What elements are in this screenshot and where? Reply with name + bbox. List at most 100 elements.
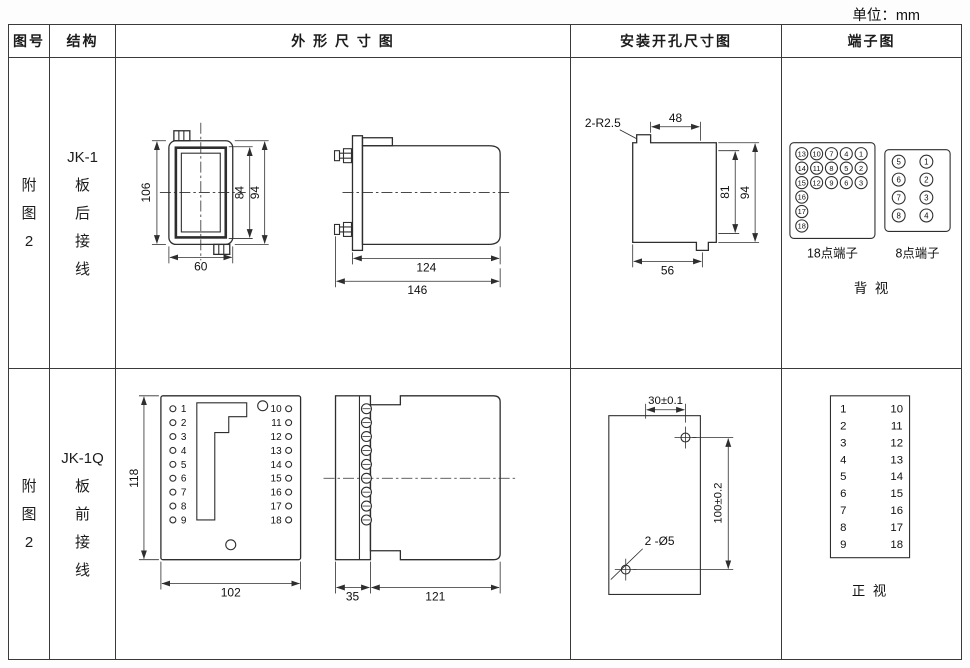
header-structure: 结构	[50, 25, 116, 58]
terminal-circle	[169, 488, 177, 496]
dim-94: 94	[248, 186, 262, 200]
figure-char: 2	[24, 232, 34, 250]
terminal-number: 11	[813, 164, 821, 173]
terminal-number: 3	[181, 432, 187, 443]
terminal-number: 4	[924, 211, 929, 220]
terminal-circle	[891, 154, 906, 169]
dim-56: 56	[661, 263, 675, 277]
terminal-circle	[891, 208, 906, 223]
terminal-number: 18	[890, 539, 903, 551]
terminal-number: 12	[271, 432, 283, 443]
header-terminal: 端子图	[782, 25, 961, 58]
terminal-circle	[285, 405, 293, 413]
terminal-circle	[824, 161, 839, 175]
terminal-circle	[824, 147, 839, 161]
terminal-number: 8	[840, 522, 846, 534]
dim-146: 146	[407, 283, 427, 297]
figure-char: 2	[24, 533, 34, 551]
mounting-stud-bottom	[333, 221, 354, 237]
terminal-number: 10	[890, 404, 903, 416]
terminal-number: 5	[181, 460, 187, 471]
terminal-circle	[169, 446, 177, 454]
terminal-circle	[919, 154, 934, 169]
structure-char: 后	[74, 204, 90, 222]
terminal-number: 17	[798, 207, 806, 216]
terminal-number: 15	[798, 178, 806, 187]
terminal-circle	[285, 474, 293, 482]
header-mounting: 安装开孔尺寸图	[571, 25, 782, 58]
terminal-circle	[795, 161, 809, 175]
terminal-number: 18	[271, 515, 283, 526]
mount-hole-bottom	[225, 539, 237, 551]
terminal-number: 9	[181, 515, 187, 526]
dim-124: 124	[416, 260, 436, 274]
outline-cell-jk1: 106 84 94 60	[116, 58, 571, 369]
figure-char: 附	[21, 477, 37, 495]
terminal-circle	[285, 460, 293, 468]
terminal-circle	[285, 446, 293, 454]
dim-48: 48	[669, 111, 683, 125]
header-figure: 图号	[9, 25, 50, 58]
terminal-number: 6	[844, 178, 848, 187]
radius-label: 2-R2.5	[585, 116, 621, 130]
terminal-number: 1	[924, 158, 929, 167]
terminal-circle	[810, 147, 824, 161]
terminal-number: 17	[890, 522, 903, 534]
terminal-number: 2	[181, 418, 187, 429]
terminal-number: 3	[924, 193, 929, 202]
terminal-circle	[854, 161, 868, 175]
terminal-number: 16	[890, 505, 903, 517]
terminal-number: 13	[798, 149, 806, 158]
label-8pt: 8点端子	[896, 246, 940, 260]
terminal-circle	[795, 147, 809, 161]
figure-char: 附	[21, 176, 37, 194]
terminal-number: 14	[798, 164, 806, 173]
terminal-number: 11	[271, 418, 282, 429]
mounting-stud-top	[333, 148, 354, 164]
terminal-number: 1	[181, 404, 187, 415]
terminal-number: 14	[271, 460, 283, 471]
terminal-screws	[360, 403, 372, 526]
figure-char: 图	[21, 204, 37, 222]
terminal-circle	[854, 175, 868, 190]
terminal-number: 15	[890, 488, 903, 500]
header-outline: 外 形 尺 寸 图	[116, 25, 571, 58]
terminal-circle	[919, 208, 934, 223]
figure-cell-jk1: 附 图 2	[9, 58, 50, 369]
terminal-number: 10	[812, 149, 820, 158]
terminal-number: 7	[840, 505, 846, 517]
figure-cell-jk1q: 附 图 2	[9, 369, 50, 659]
terminal-number: 12	[890, 437, 903, 449]
cutout-shape	[632, 134, 717, 252]
terminal-number: 17	[271, 502, 283, 513]
terminal-number: 15	[271, 474, 283, 485]
terminal-circle	[824, 175, 839, 190]
structure-model: JK-1	[67, 148, 98, 166]
terminal-number: 8	[829, 164, 833, 173]
terminal-circle	[810, 161, 824, 175]
terminal-number: 3	[840, 437, 846, 449]
structure-char: 板	[74, 477, 90, 495]
terminal-number: 8	[896, 211, 901, 220]
terminal-circle	[795, 190, 809, 204]
terminal-circle	[285, 488, 293, 496]
terminal-circle	[891, 190, 906, 205]
terminal-circle	[285, 419, 293, 427]
terminal-number: 8	[181, 502, 187, 513]
terminal-number: 6	[896, 175, 901, 184]
terminal-number: 7	[896, 193, 901, 202]
terminal-number: 16	[798, 193, 806, 202]
structure-char: 接	[74, 232, 90, 250]
structure-char: 线	[74, 561, 90, 579]
dim-100: 100±0.2	[712, 482, 724, 523]
dim-60: 60	[194, 259, 208, 273]
structure-char: 线	[74, 260, 90, 278]
panel-outline	[608, 415, 701, 595]
